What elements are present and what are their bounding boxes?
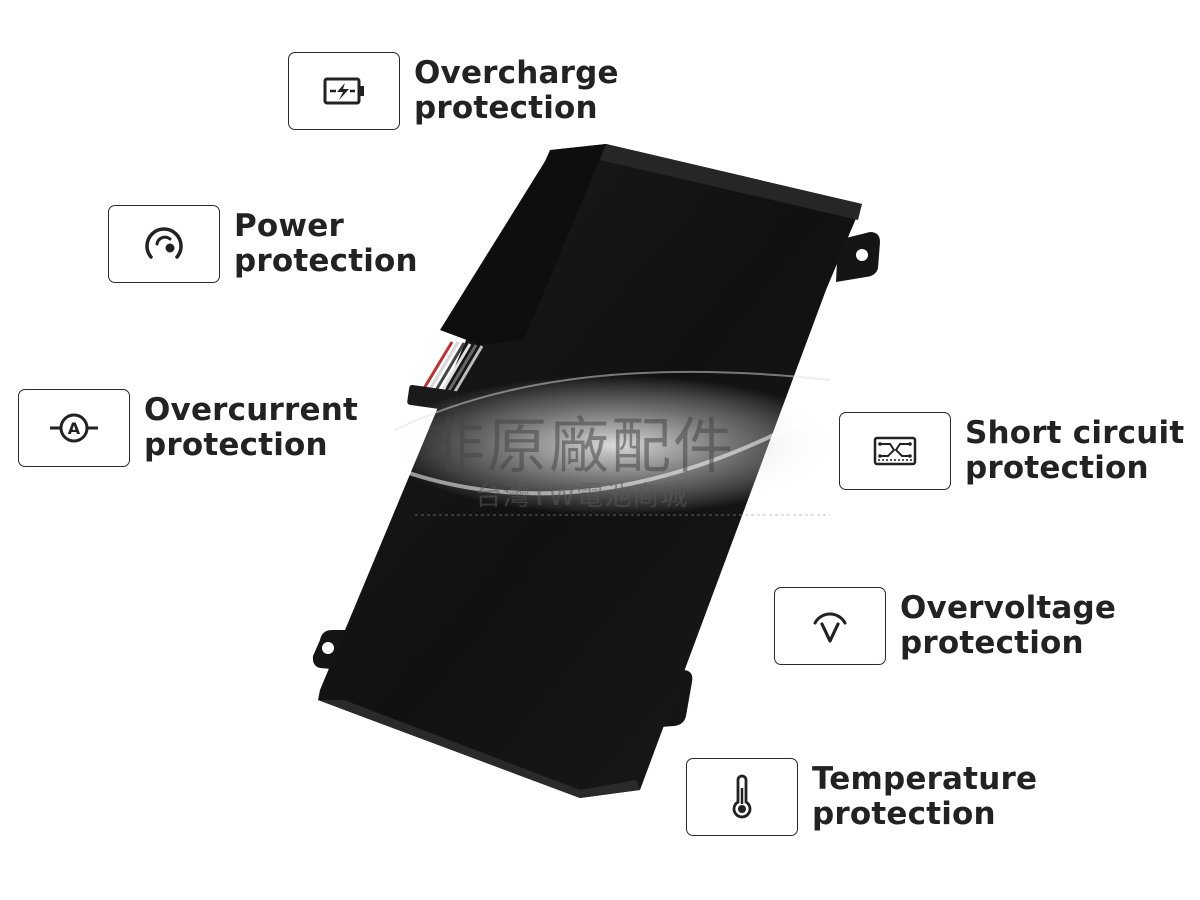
watermark-main-text: 非原廠配件 [425,412,735,482]
feature-label: Power protection [234,208,418,279]
feature-short-circuit: Short circuit protection [839,412,1184,490]
feature-overvoltage: Overvoltage protection [774,587,1116,665]
feature-temperature: Temperature protection [686,758,1037,836]
feature-label: Short circuit protection [965,415,1185,486]
feature-label: Overcurrent protection [144,392,359,463]
icon-frame [686,758,798,836]
icon-frame [288,52,400,130]
icon-frame [839,412,951,490]
circuit-board-icon [873,436,917,466]
svg-text:A: A [68,419,81,438]
feature-power: Power protection [108,205,418,283]
gauge-icon [145,227,183,259]
feature-label: Overcharge protection [414,55,619,126]
ammeter-icon: A [50,413,98,443]
icon-frame [108,205,220,283]
icon-frame: A [18,389,130,467]
thermometer-icon [732,774,752,819]
feature-label: Overvoltage protection [900,590,1117,661]
connector-cable [407,341,484,411]
feature-overcurrent: A Overcurrent protection [18,389,358,467]
feature-label: Temperature protection [812,761,1038,832]
watermark-swoosh [385,375,845,515]
feature-overcharge: Overcharge protection [288,52,619,130]
icon-frame [774,587,886,665]
battery-charge-icon [323,77,364,105]
mount-tab-top-right [836,232,880,282]
watermark-sub-text: 台灣TW電池商城 [475,481,689,512]
voltmeter-icon [813,612,847,643]
